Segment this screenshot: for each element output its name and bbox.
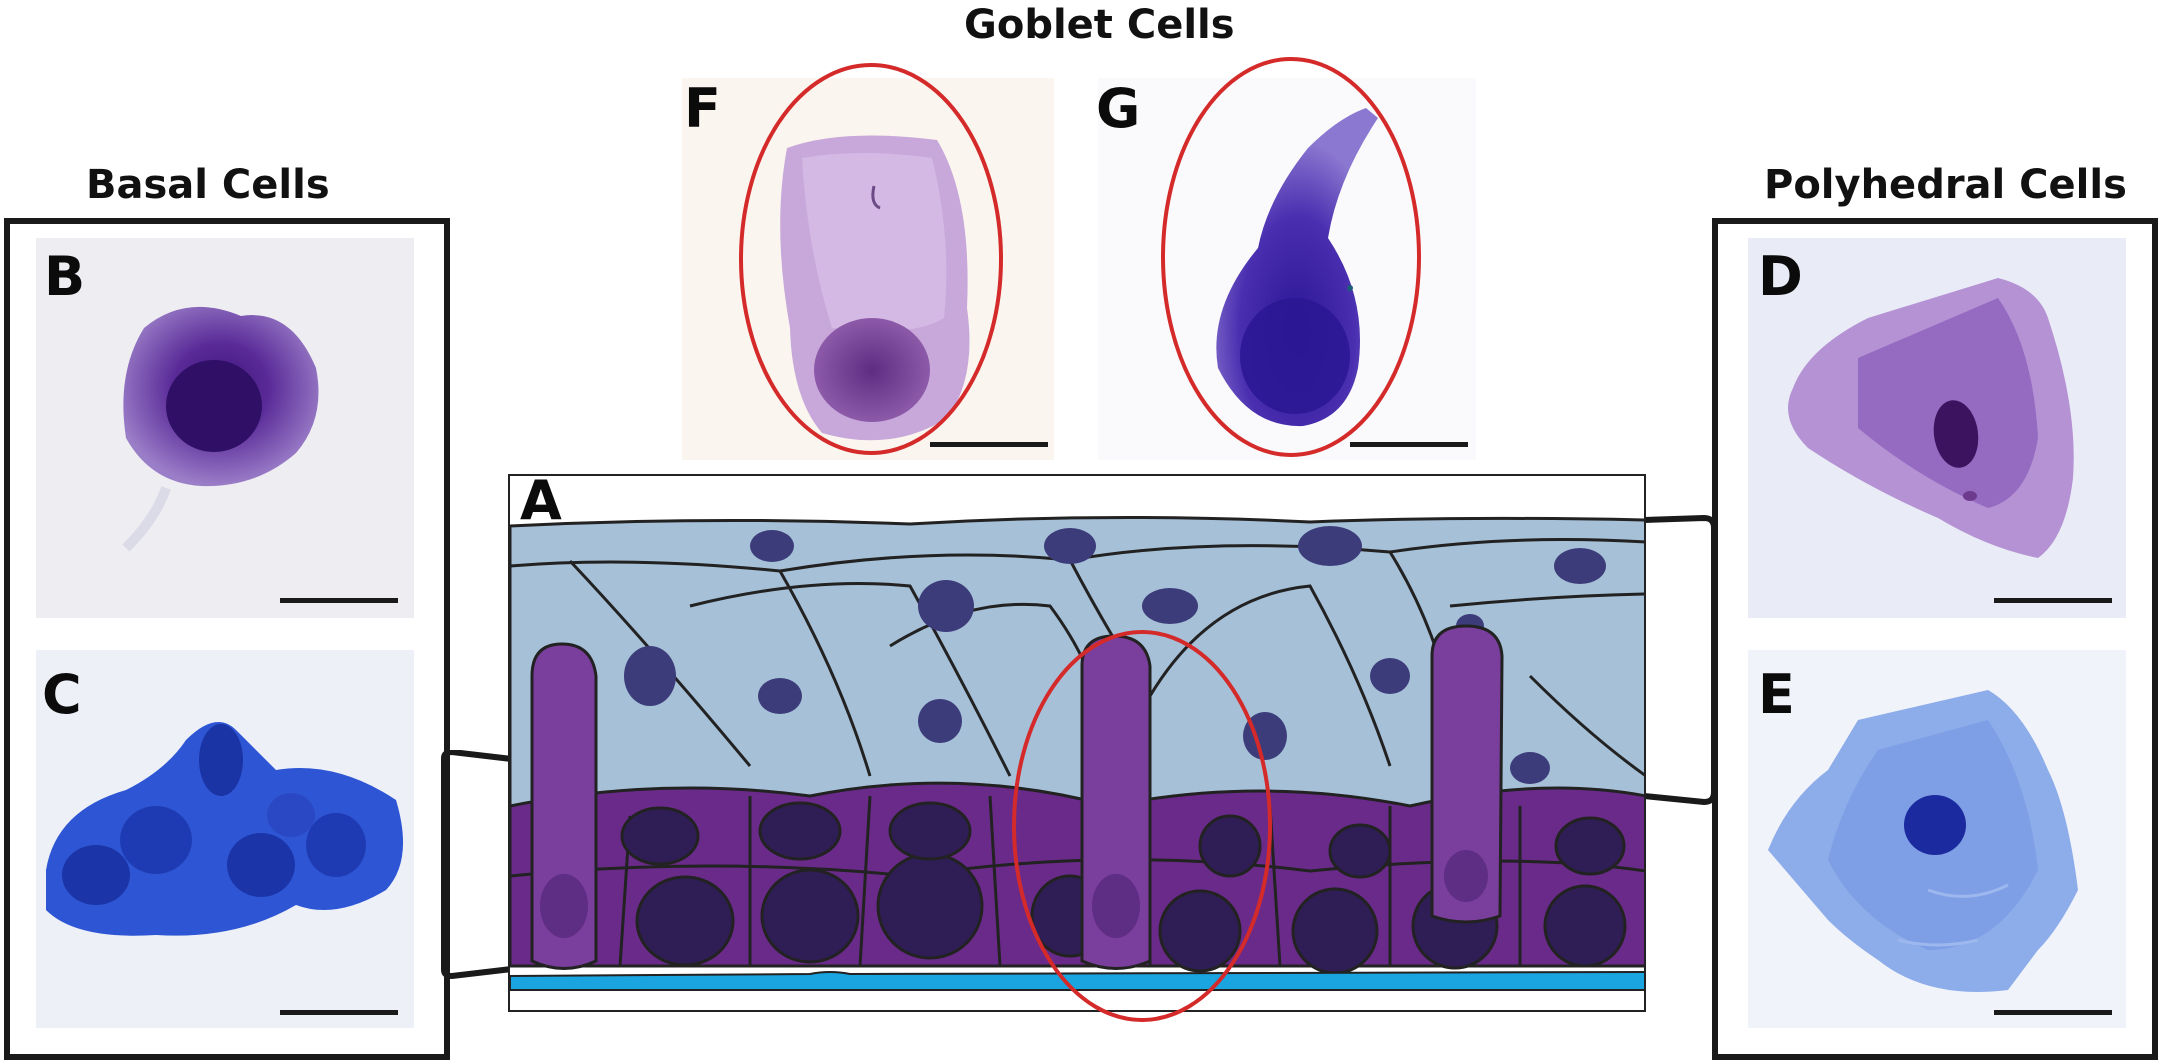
micrograph-goblet-cell-f [682,78,1054,460]
epithelium-schematic-a [508,474,1646,1012]
panel-label-d: D [1758,245,1803,308]
polyhedral-bracket-connector [1644,514,1717,806]
polyhedral-cell-e-image [1768,690,2078,992]
micrograph-polyhedral-cell-d [1748,238,2126,618]
goblet-cell-g-image [1216,108,1378,427]
polyhedral-cell-d-image [1788,278,2074,558]
highlight-ring-f [739,63,1003,455]
scale-bar-f [930,442,1048,447]
epithelium-schematic-image [510,515,1644,991]
micrograph-polyhedral-cell-e [1748,650,2126,1028]
scale-bar-g [1350,442,1468,447]
goblet-cells-title: Goblet Cells [964,2,1235,48]
highlight-ring-g [1161,57,1421,457]
basal-cells-title: Basal Cells [86,162,330,208]
micrograph-goblet-cell-g [1098,78,1476,460]
panel-label-e: E [1758,663,1795,726]
micrograph-basal-cell-b [36,238,414,618]
polyhedral-cells-title: Polyhedral Cells [1764,162,2127,208]
basal-bracket-connector [441,750,520,980]
basal-cells-frame [4,218,450,1060]
panel-label-f: F [684,77,721,140]
scale-bar-d [1994,598,2112,603]
scale-bar-e [1994,1010,2112,1015]
goblet-cell-f-image [780,135,970,441]
panel-label-g: G [1096,77,1141,140]
highlight-ring-schematic [1012,630,1272,1022]
basal-cells-c-image [46,722,404,936]
scale-bar-c [280,1010,398,1015]
basal-cell-b-image [122,306,319,552]
micrograph-basal-cells-c [36,650,414,1028]
panel-label-c: C [42,663,82,726]
panel-label-b: B [44,245,86,308]
panel-label-a: A [520,469,562,532]
scale-bar-b [280,598,398,603]
